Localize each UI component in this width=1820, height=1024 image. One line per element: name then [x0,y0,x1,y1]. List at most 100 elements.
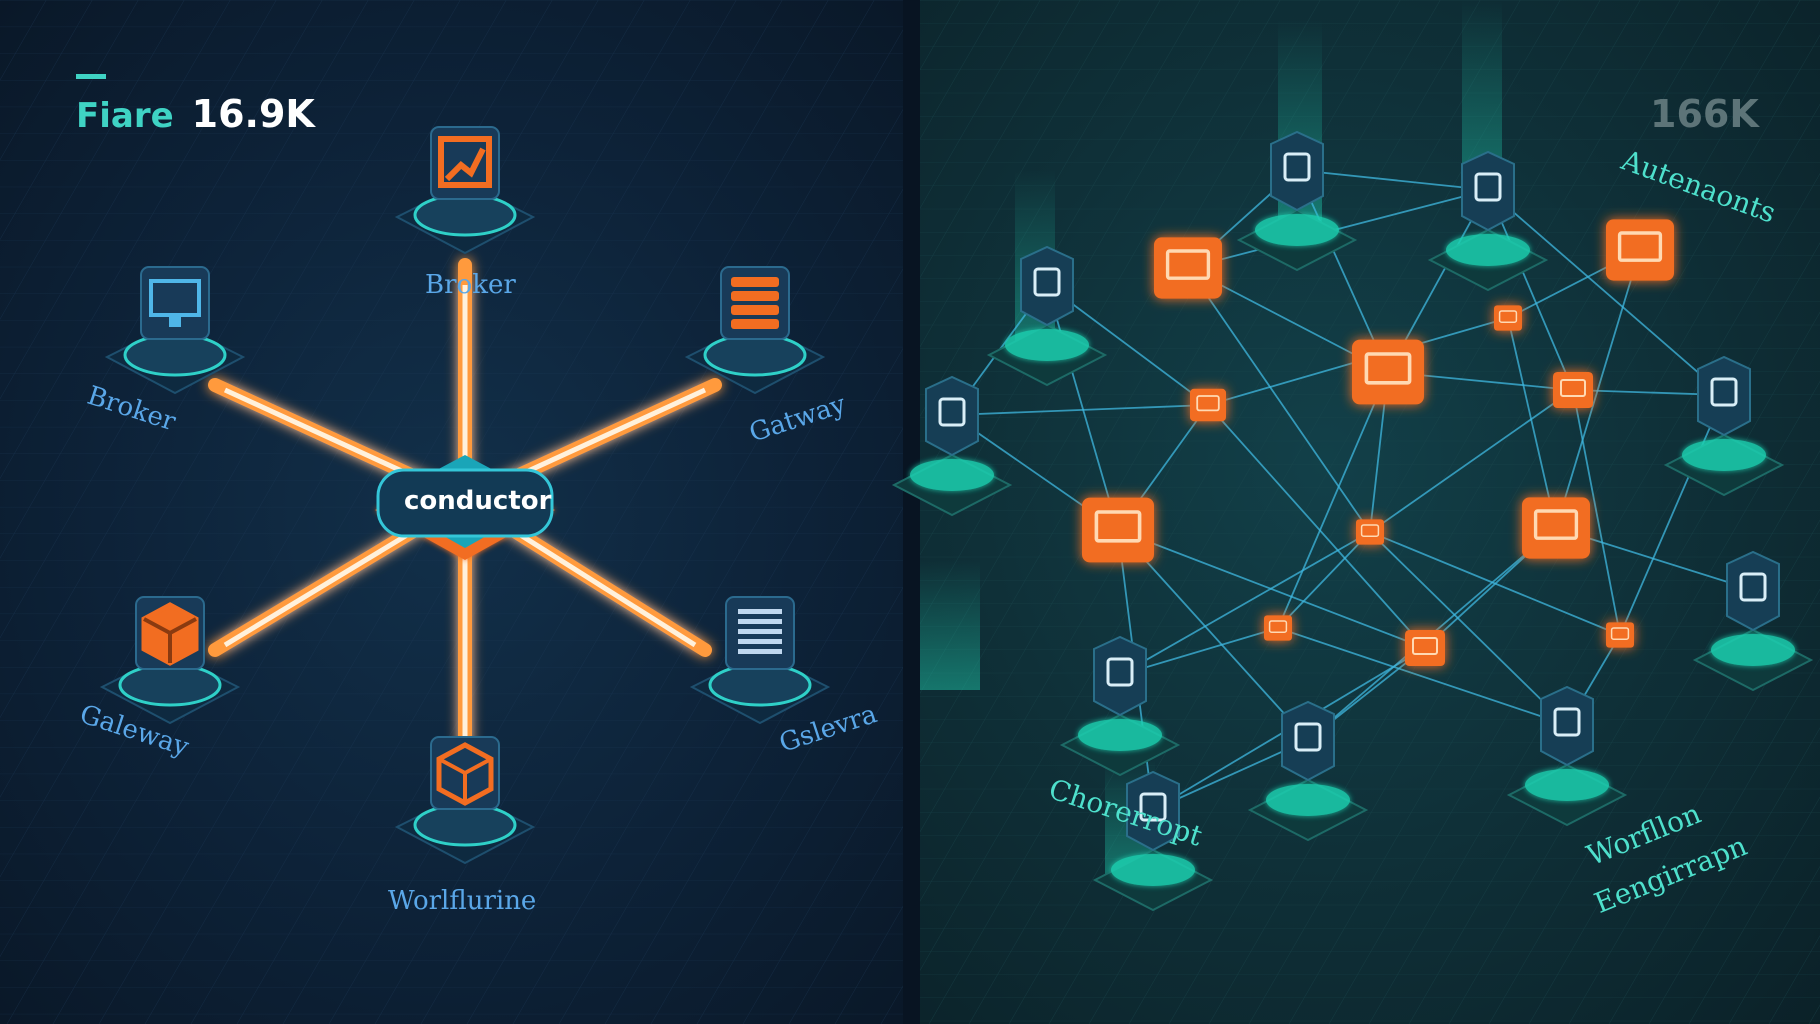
screen-icon [1165,249,1211,280]
left-stat-label: Fiare [76,96,174,136]
doc-line [738,609,782,614]
icon-glyph [1294,722,1322,752]
node-platform-upper-left [104,266,246,395]
orange-node-body [1522,497,1590,559]
platform-glow [1111,854,1195,886]
mesh-platform [1663,355,1785,497]
mesh-platform [1247,700,1369,842]
mesh-link [1572,389,1621,636]
shield-icon [1461,150,1515,232]
icon-shield [1093,635,1147,717]
node-platform-upper-right [684,266,826,395]
platform-glow [1005,329,1089,361]
icon-tile [430,126,500,200]
icon-shield [1540,685,1594,767]
icon-glyph [1553,707,1581,737]
orange-node [1352,339,1424,405]
mesh-link [1046,284,1119,531]
node-platform-top [394,126,536,255]
chart-line [444,147,486,182]
platform-ring [123,333,227,377]
icon-glyph [1139,792,1167,822]
orange-node [1606,219,1674,281]
mesh-link [1619,394,1725,636]
chart-icon [430,126,500,200]
mesh-link [1277,371,1389,629]
icon-shield [1281,700,1335,782]
icon-shield [1270,130,1324,212]
doc-line [738,629,782,634]
platform-ring [708,663,812,707]
label-bottom-workflow: Worlflurine [388,886,537,916]
screen-icon [1364,352,1412,385]
icon-glyph [1710,377,1738,407]
screen-icon [1094,510,1142,543]
screen-icon [1498,310,1518,323]
db-layer [731,291,779,301]
node-platform-lower-left [99,596,241,725]
mesh-platform [1692,550,1814,692]
db-layer [731,319,779,329]
mesh-link [1555,249,1641,529]
label-top-broker: Broker [425,270,516,300]
icon-glyph [1106,657,1134,687]
icon-shield [1697,355,1751,437]
mesh-link [1277,531,1371,629]
screen-icon [1196,395,1220,412]
hub-label: conductor [404,486,552,516]
cube-edges [438,757,492,803]
mesh-platform [1236,130,1358,272]
screen-icon [1617,231,1663,262]
screen-icon [1412,637,1438,655]
platform-glow [1525,769,1609,801]
icon-shield [1461,150,1515,232]
icon-shield [1126,770,1180,852]
mesh-platform [1059,635,1181,777]
platform-glow [1682,439,1766,471]
orange-node [1356,519,1384,545]
icon-glyph [938,397,966,427]
platform-glow [1266,784,1350,816]
mesh-platform [1506,685,1628,827]
orange-node [1522,497,1590,559]
db-layer [731,305,779,315]
screen-icon [1268,620,1288,633]
db-layer [731,277,779,287]
left-stat-value: 16.9K [191,92,315,136]
node-platform-bottom [394,736,536,865]
mesh-link [951,404,1209,416]
mesh-platform [1427,150,1549,292]
cube-icon [135,596,205,670]
orange-node [1082,497,1154,563]
orange-node-body [1190,388,1226,422]
left-stat: Fiare 16.9K [76,92,315,136]
document-icon [1270,130,1324,212]
platform-glow [1446,234,1530,266]
icon-tile [140,266,210,340]
mesh-link [1277,627,1568,726]
panel-icon [925,375,979,457]
right-grid-floor [920,0,1820,1024]
orange-node [1553,372,1593,408]
icon-shield [925,375,979,457]
chart-frame [438,136,492,188]
cube-icon [1540,685,1594,767]
mesh-link [1207,404,1426,649]
screen-icon [1560,379,1586,397]
mesh-link [1369,389,1574,533]
node-platform-lower-right [689,596,831,725]
platform-glow [1255,214,1339,246]
right-node-platforms [891,130,1814,912]
mesh-platform [891,375,1013,517]
mesh-platform [986,245,1108,387]
screen-icon [1360,524,1380,537]
icon-glyph [1474,172,1502,202]
platform-glow [1711,634,1795,666]
mesh-link [1296,169,1389,373]
box-icon [430,736,500,810]
orange-node-body [1553,372,1593,408]
orange-node [1494,305,1522,331]
mesh-link [1369,531,1568,726]
monitor-stand [169,315,181,327]
